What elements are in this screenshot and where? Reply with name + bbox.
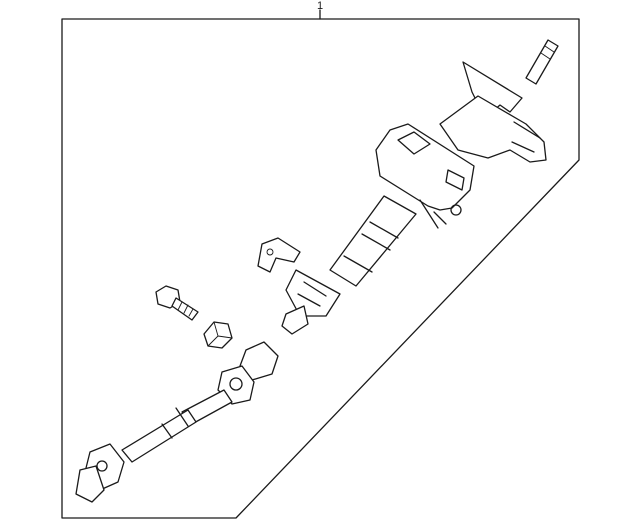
bolt[interactable] [155,285,199,321]
intermediate-shaft[interactable] [75,341,279,503]
assembly-frame [61,18,580,519]
nut[interactable] [203,321,233,349]
callout-label: 1 [317,0,323,12]
steering-column-assembly[interactable] [257,39,559,335]
